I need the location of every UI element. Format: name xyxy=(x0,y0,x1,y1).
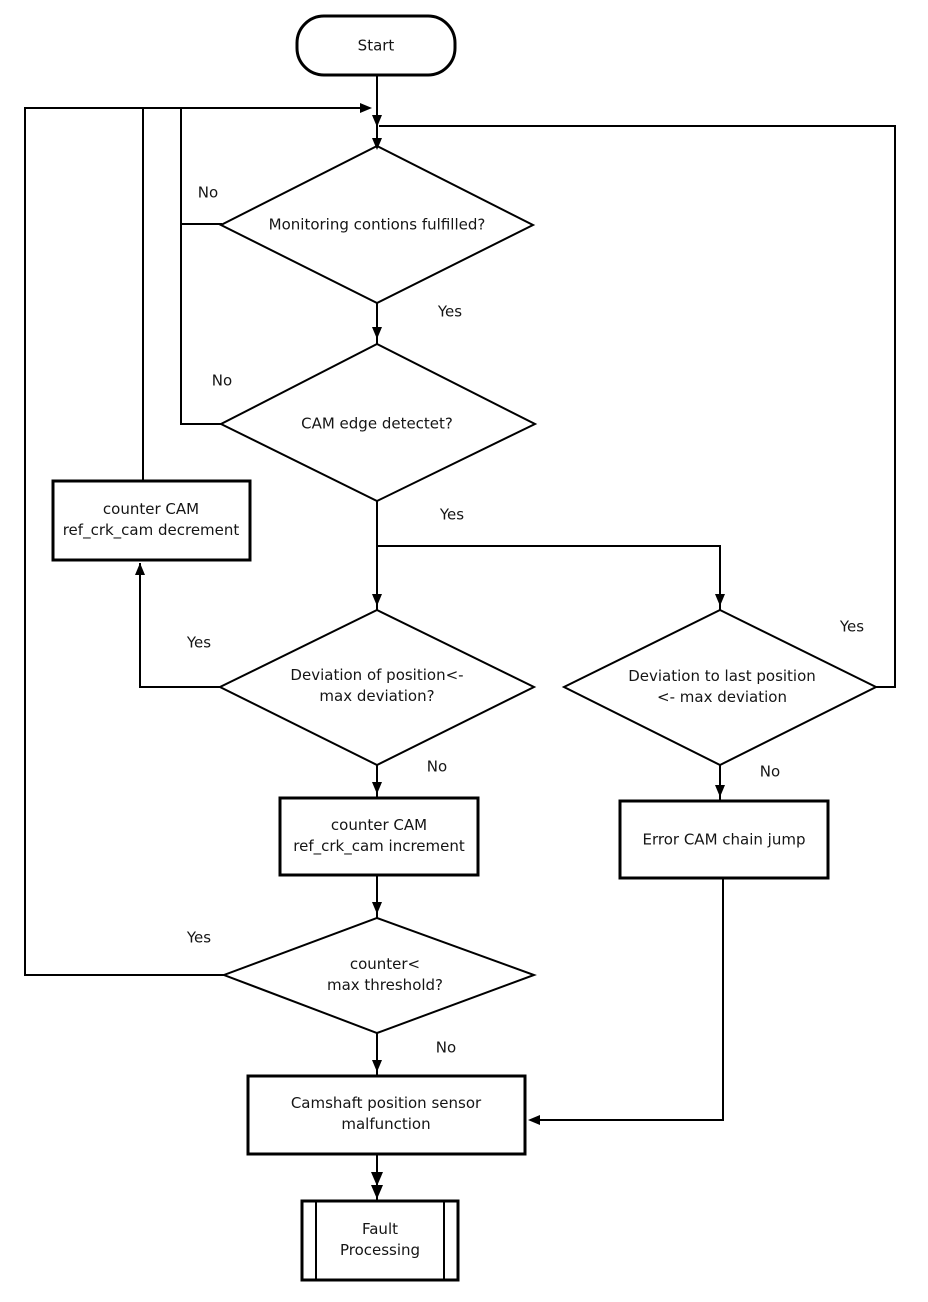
arrowhead-left-into-malfunction xyxy=(528,1115,540,1125)
edge-label-counter-yes: Yes xyxy=(186,928,212,947)
edge-label-counter-no: No xyxy=(435,1038,457,1057)
arrowhead-up-into-decrement xyxy=(135,563,145,575)
decision-deviation-last-position xyxy=(561,608,879,767)
edge-label-cam-edge-yes: Yes xyxy=(439,505,465,524)
error-jump-label: Error CAM chain jump xyxy=(642,830,806,849)
process-error-cam-chain-jump xyxy=(618,799,830,880)
edge-error-to-malfunction xyxy=(531,878,724,1121)
arrowhead-right-junction xyxy=(360,103,372,113)
arrowhead-down-junction-2 xyxy=(372,138,382,150)
counter-check-label: counter< max threshold? xyxy=(326,955,444,994)
monitoring-label: Monitoring contions fulfilled? xyxy=(268,215,486,234)
malfunction-label: Camshaft position sensor malfunction xyxy=(290,1094,482,1133)
decrement-label: counter CAM ref_crk_cam decrement xyxy=(62,500,240,539)
arrowhead-into-fault-2 xyxy=(371,1185,383,1199)
edge-label-cam-edge-no: No xyxy=(211,371,233,390)
edge-label-deviation-pos-no: No xyxy=(426,757,448,776)
fault-label: Fault Processing xyxy=(339,1220,421,1259)
arrowhead-into-malfunction xyxy=(372,1060,382,1072)
process-camshaft-malfunction xyxy=(246,1074,527,1156)
edge-label-monitoring-yes: Yes xyxy=(437,302,463,321)
arrowhead-into-fault-1 xyxy=(371,1172,383,1186)
decision-counter-threshold xyxy=(221,916,537,1035)
edge-branch-to-deviation-last xyxy=(377,545,721,610)
decision-cam-edge xyxy=(218,342,538,503)
edge-label-deviation-last-no: No xyxy=(759,762,781,781)
edge-label-monitoring-no: No xyxy=(197,183,219,202)
cam-edge-label: CAM edge detectet? xyxy=(301,414,453,433)
edge-label-deviation-last-yes: Yes xyxy=(839,617,865,636)
arrowhead-into-error xyxy=(715,785,725,797)
decision-deviation-position xyxy=(217,608,537,767)
edge-label-deviation-pos-yes: Yes xyxy=(186,633,212,652)
process-counter-increment xyxy=(278,796,480,877)
edge-counter-yes-loop xyxy=(24,107,368,976)
decision-monitoring-conditions xyxy=(218,144,536,305)
edge-deviation-last-yes-loop xyxy=(379,125,896,688)
process-counter-decrement xyxy=(51,479,252,562)
predefined-fault-processing xyxy=(300,1199,460,1282)
deviation-last-label: Deviation to last position <- max deviat… xyxy=(628,667,816,706)
arrowhead-down-junction-1 xyxy=(372,115,382,127)
edge-deviation-yes-to-decrement xyxy=(139,563,222,688)
deviation-pos-label: Deviation of position<- max deviation? xyxy=(290,666,464,705)
increment-label: counter CAM ref_crk_cam increment xyxy=(293,816,465,855)
arrowhead-into-counter-check xyxy=(372,902,382,914)
arrowhead-into-deviation-pos xyxy=(372,594,382,606)
arrowhead-into-deviation-last xyxy=(715,594,725,606)
start-label: Start xyxy=(357,36,395,55)
arrowheads xyxy=(135,103,725,1199)
arrowhead-into-cam-edge xyxy=(372,327,382,339)
start-node xyxy=(295,14,457,77)
edge-cam-edge-no-merge xyxy=(180,109,222,425)
arrowhead-into-increment xyxy=(372,782,382,794)
